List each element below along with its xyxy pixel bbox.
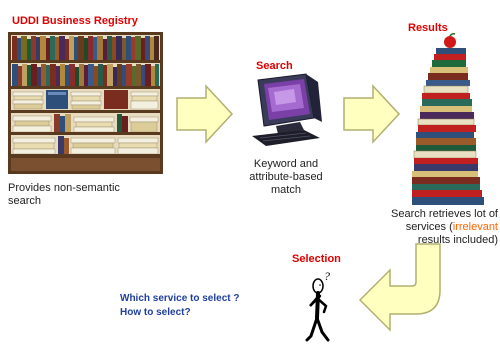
results-caption-line-2: services (irrelevant [318, 221, 498, 234]
results-title: Results [408, 22, 448, 34]
results-caption-line-1: Search retrieves lot of [391, 208, 498, 220]
results-caption-services: services ( [405, 221, 453, 233]
irrelevant-text: irrelevant [452, 221, 498, 233]
question-how-to-select: How to select? [120, 307, 191, 318]
arrow-right-1 [176, 84, 234, 144]
search-caption-line-2: attribute-based [249, 171, 323, 183]
registry-caption-line-2: search [8, 195, 42, 207]
selection-title: Selection [292, 253, 341, 265]
book-stack-image [412, 33, 484, 205]
computer-icon [252, 73, 322, 146]
results-caption: Search retrieves lot of services (irrele… [318, 208, 498, 247]
registry-title: UDDI Business Registry [12, 15, 138, 27]
question-which-service: Which service to select ? [120, 293, 240, 304]
selection-questions: Which service to select ? How to select? [120, 292, 290, 320]
curved-arrow [358, 243, 441, 332]
search-caption-line-3: match [271, 184, 301, 196]
registry-caption-line-1: Provides non-semantic [8, 182, 120, 194]
search-title: Search [256, 60, 293, 72]
results-caption-line-3: results included) [417, 234, 498, 246]
registry-caption: Provides non-semantic search [8, 182, 178, 208]
search-caption: Keyword and attribute-based match [230, 158, 342, 197]
confused-person-icon: ? [305, 269, 330, 342]
search-caption-line-1: Keyword and [253, 158, 319, 170]
arrow-right-2 [343, 84, 401, 144]
bookshelf-image [8, 32, 163, 174]
svg-text:?: ? [324, 269, 330, 283]
